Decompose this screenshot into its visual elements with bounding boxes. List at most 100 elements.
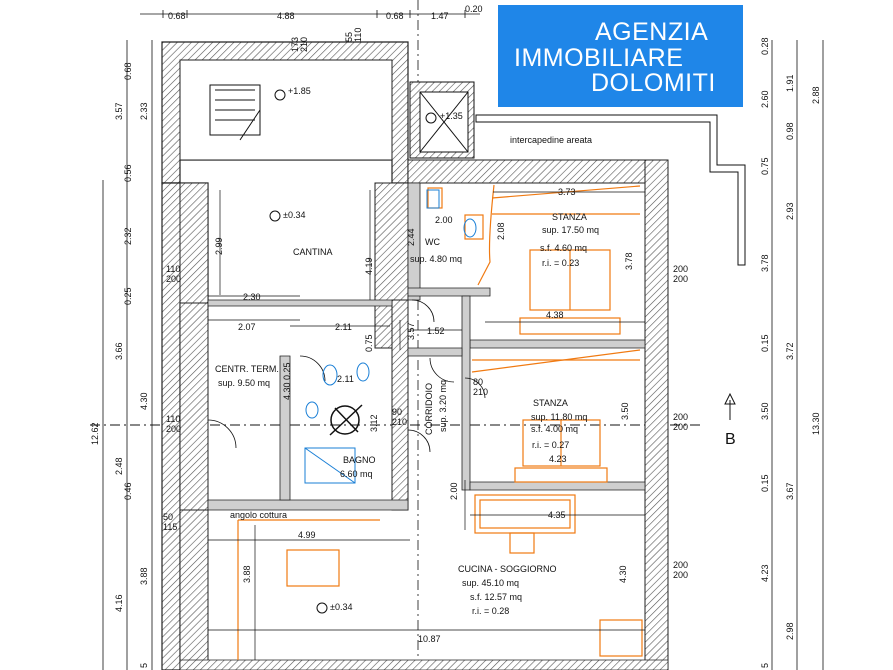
svg-text:2.44: 2.44 bbox=[406, 228, 416, 246]
stanza1-area: sup. 17.50 mq bbox=[542, 225, 599, 235]
svg-text:3.12: 3.12 bbox=[369, 414, 379, 432]
level-markers: +1.85 +1.35 ±0.34 ±0.34 bbox=[269, 86, 463, 614]
svg-text:200: 200 bbox=[673, 560, 688, 570]
furniture bbox=[237, 184, 643, 660]
cucina-ri: r.i. = 0.28 bbox=[472, 606, 509, 616]
svg-text:4.23: 4.23 bbox=[549, 454, 567, 464]
svg-text:3.57: 3.57 bbox=[406, 322, 416, 340]
svg-text:2.32: 2.32 bbox=[123, 227, 133, 245]
svg-text:4.30: 4.30 bbox=[139, 392, 149, 410]
stanza1-sf: s.f. 4.60 mq bbox=[540, 243, 587, 253]
level-4: ±0.34 bbox=[330, 602, 352, 612]
svg-text:0.28: 0.28 bbox=[760, 37, 770, 55]
cucina-sf: s.f. 12.57 mq bbox=[470, 592, 522, 602]
svg-text:2.98: 2.98 bbox=[785, 622, 795, 640]
svg-text:0.98: 0.98 bbox=[785, 122, 795, 140]
stanza2-label: STANZA bbox=[533, 398, 568, 408]
svg-text:4.16: 4.16 bbox=[114, 594, 124, 612]
svg-text:4.30: 4.30 bbox=[282, 382, 292, 400]
svg-text:4.35: 4.35 bbox=[548, 510, 566, 520]
svg-text:3.88: 3.88 bbox=[242, 565, 252, 583]
svg-text:1.52: 1.52 bbox=[427, 326, 445, 336]
svg-text:210: 210 bbox=[299, 37, 309, 52]
agency-line-2: IMMOBILIARE bbox=[514, 44, 684, 72]
svg-text:55: 55 bbox=[344, 32, 354, 42]
stanza1-label: STANZA bbox=[552, 212, 587, 222]
svg-text:173: 173 bbox=[290, 37, 300, 52]
svg-text:1.91: 1.91 bbox=[785, 74, 795, 92]
svg-text:5: 5 bbox=[139, 663, 149, 668]
svg-text:2.07: 2.07 bbox=[238, 322, 256, 332]
boiler-symbol bbox=[329, 404, 363, 436]
svg-text:4.19: 4.19 bbox=[364, 257, 374, 275]
top-dim-1: 0.68 bbox=[168, 11, 186, 21]
svg-text:3.50: 3.50 bbox=[620, 402, 630, 420]
svg-text:4.38: 4.38 bbox=[546, 310, 564, 320]
svg-text:12.62: 12.62 bbox=[90, 422, 100, 445]
svg-text:200: 200 bbox=[673, 412, 688, 422]
top-dim-2: 4.88 bbox=[277, 11, 295, 21]
top-dim-4: 1.47 bbox=[431, 11, 449, 21]
agency-line-1: AGENZIA bbox=[595, 18, 709, 46]
svg-text:0.75: 0.75 bbox=[760, 157, 770, 175]
svg-text:0.56: 0.56 bbox=[123, 164, 133, 182]
svg-text:200: 200 bbox=[673, 274, 688, 284]
wc-area: sup. 4.80 mq bbox=[410, 254, 462, 264]
svg-text:3.78: 3.78 bbox=[624, 252, 634, 270]
svg-text:210: 210 bbox=[392, 417, 407, 427]
svg-text:0.25: 0.25 bbox=[282, 362, 292, 380]
section-marker: B bbox=[724, 392, 736, 448]
svg-text:4.99: 4.99 bbox=[298, 530, 316, 540]
svg-text:5: 5 bbox=[760, 663, 770, 668]
svg-text:2.08: 2.08 bbox=[496, 222, 506, 240]
inner-dim-labels: 2.99 2.30 2.07 2.11 4.19 2.44 2.00 2.08 … bbox=[214, 187, 634, 644]
svg-text:200: 200 bbox=[166, 424, 181, 434]
top-dim-3: 0.68 bbox=[386, 11, 404, 21]
intercapedine-label: intercapedine areata bbox=[510, 135, 592, 145]
svg-text:200: 200 bbox=[673, 570, 688, 580]
svg-text:0.68: 0.68 bbox=[123, 62, 133, 80]
svg-text:4.30: 4.30 bbox=[618, 565, 628, 583]
svg-text:2.48: 2.48 bbox=[114, 457, 124, 475]
left-dim-labels: 0.68 3.57 2.33 0.56 2.32 0.25 3.66 4.30 … bbox=[90, 62, 149, 668]
corridoio-area: sup. 3.20 mq bbox=[438, 380, 448, 432]
svg-text:3.88: 3.88 bbox=[139, 567, 149, 585]
corridoio-label: CORRIDOIO bbox=[424, 383, 434, 435]
svg-text:2.11: 2.11 bbox=[335, 322, 352, 332]
svg-text:3.67: 3.67 bbox=[785, 482, 795, 500]
level-3: ±0.34 bbox=[283, 210, 305, 220]
svg-text:115: 115 bbox=[163, 522, 177, 532]
stanza2-ri: r.i. = 0.27 bbox=[532, 440, 569, 450]
svg-text:13.30: 13.30 bbox=[811, 412, 821, 435]
level-1: +1.85 bbox=[288, 86, 311, 96]
bathroom-fixtures bbox=[304, 189, 477, 484]
svg-text:110: 110 bbox=[166, 264, 180, 274]
svg-text:2.30: 2.30 bbox=[243, 292, 261, 302]
svg-text:90: 90 bbox=[392, 407, 402, 417]
svg-text:80: 80 bbox=[473, 377, 483, 387]
level-2: +1.35 bbox=[440, 111, 463, 121]
svg-text:2.33: 2.33 bbox=[139, 102, 149, 120]
svg-text:2.93: 2.93 bbox=[785, 202, 795, 220]
stanza2-sf: s.f. 4.00 mq bbox=[531, 424, 578, 434]
cucina-area: sup. 45.10 mq bbox=[462, 578, 519, 588]
intercapedine-outline bbox=[475, 114, 746, 266]
svg-text:2.00: 2.00 bbox=[449, 482, 459, 500]
centr-term-label: CENTR. TERM. bbox=[215, 364, 279, 374]
svg-text:0.15: 0.15 bbox=[760, 474, 770, 492]
centr-term-area: sup. 9.50 mq bbox=[218, 378, 270, 388]
svg-text:200: 200 bbox=[673, 264, 688, 274]
svg-text:3.66: 3.66 bbox=[114, 342, 124, 360]
agency-line-3: DOLOMITI bbox=[591, 69, 716, 97]
svg-text:50: 50 bbox=[163, 512, 173, 522]
bagno-area: 6.60 mq bbox=[340, 469, 373, 479]
inner-dim-lines bbox=[208, 190, 645, 660]
svg-text:10.87: 10.87 bbox=[418, 634, 441, 644]
svg-text:0.46: 0.46 bbox=[123, 482, 133, 500]
svg-text:110: 110 bbox=[353, 28, 363, 42]
cantina-label: CANTINA bbox=[293, 247, 333, 257]
svg-text:200: 200 bbox=[673, 422, 688, 432]
wc-label: WC bbox=[425, 237, 440, 247]
svg-text:0.25: 0.25 bbox=[123, 287, 133, 305]
